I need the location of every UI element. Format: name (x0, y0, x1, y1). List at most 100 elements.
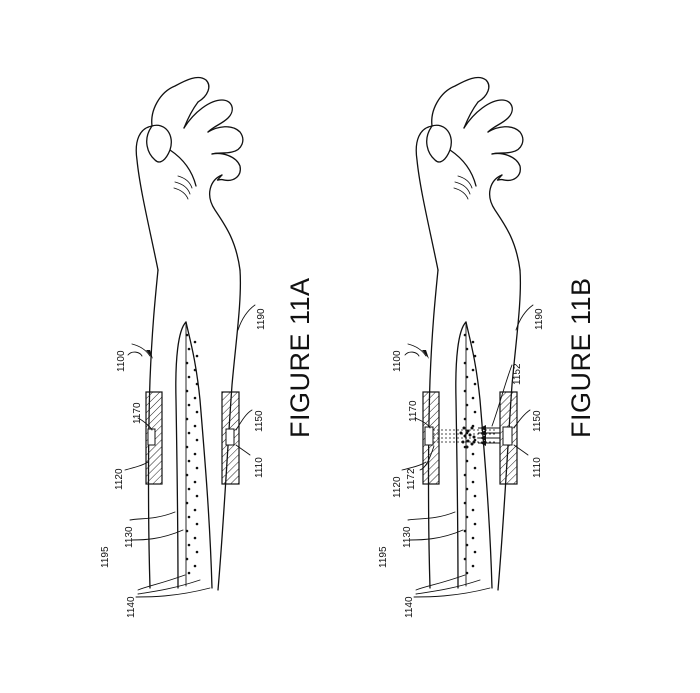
particle-dot (471, 564, 475, 568)
particle-dot (463, 389, 467, 393)
label-1150-a: 1150 (254, 410, 265, 432)
arrow-1100-b (407, 343, 427, 357)
particle-dot (471, 480, 475, 484)
particle-dot (465, 375, 469, 379)
particle-dot (195, 410, 199, 414)
arrow-1100-a (131, 343, 151, 357)
particle-dot (185, 501, 189, 505)
particle-dot (473, 494, 477, 498)
particle-dot (187, 403, 191, 407)
leader-lines-a (124, 304, 256, 598)
particle-dot (187, 347, 191, 351)
particle-dot (463, 529, 467, 533)
particle-dot (185, 529, 189, 533)
label-1130-b: 1130 (402, 526, 413, 548)
sensor-1150-a (225, 428, 235, 446)
particle-dot (187, 459, 191, 463)
particle-cluster-dot (470, 442, 474, 446)
particle-dot (193, 564, 197, 568)
particle-dot (465, 571, 469, 575)
label-1100-a: 1100 (116, 350, 127, 372)
particle-dot (473, 354, 477, 358)
particle-dot (187, 543, 191, 547)
particle-dot (473, 466, 477, 470)
particle-dot (473, 522, 477, 526)
leader-lines-b (401, 304, 534, 598)
particle-dot (187, 487, 191, 491)
particle-dot (193, 536, 197, 540)
particle-dot (185, 333, 189, 337)
particle-dot (185, 445, 189, 449)
particle-dot (473, 410, 477, 414)
label-1195-b: 1195 (378, 546, 389, 568)
particle-dot (195, 438, 199, 442)
particle-cluster-dot (459, 431, 463, 435)
particle-dot (463, 333, 467, 337)
forearm-hand-drawing-b (415, 76, 524, 591)
particle-dot (471, 396, 475, 400)
label-1172-b: 1172 (406, 468, 417, 490)
particle-cluster-dot (461, 440, 465, 444)
particle-dot (187, 515, 191, 519)
particle-dot (465, 543, 469, 547)
particle-dot (195, 382, 199, 386)
label-1170-a: 1170 (132, 402, 143, 424)
label-1195-a: 1195 (100, 546, 111, 568)
particle-dot (193, 452, 197, 456)
label-1100-b: 1100 (392, 350, 403, 372)
particle-dot (193, 340, 197, 344)
particle-dot (463, 417, 467, 421)
particle-cluster-dot (472, 440, 476, 444)
particle-dot (463, 473, 467, 477)
emission-arrowheads-1152 (480, 425, 486, 446)
label-1190-b: 1190 (534, 308, 545, 330)
label-1170-b: 1170 (408, 400, 419, 422)
particle-dot (185, 417, 189, 421)
particle-dot (187, 431, 191, 435)
label-1110-a: 1110 (254, 457, 265, 478)
figure-11a: 1100 1170 1120 1195 1130 1140 1190 1150 … (100, 76, 315, 618)
particle-dot (465, 515, 469, 519)
particle-dots-b (459, 333, 477, 575)
particle-dot (465, 487, 469, 491)
particle-dot (471, 536, 475, 540)
particle-dot (185, 389, 189, 393)
figure-11b: 1100 1170 1172 1120 1195 1130 1140 1190 … (378, 76, 596, 618)
particle-dot (195, 494, 199, 498)
particle-dot (463, 557, 467, 561)
label-1110-b: 1110 (532, 457, 543, 478)
label-1140-b: 1140 (404, 596, 415, 618)
sensor-1150-b (502, 426, 513, 446)
particle-cluster-dot (466, 429, 470, 433)
particle-dot (463, 501, 467, 505)
particle-dot (195, 354, 199, 358)
label-1140-a: 1140 (126, 596, 137, 618)
sensor-1170-b (424, 426, 434, 446)
particle-dot (193, 424, 197, 428)
particle-dot (195, 550, 199, 554)
particle-dot (195, 466, 199, 470)
particle-dot (465, 459, 469, 463)
particle-dot (473, 382, 477, 386)
particle-dot (465, 347, 469, 351)
figure-title-b: FIGURE 11B (566, 277, 596, 438)
particle-dot (187, 571, 191, 575)
particle-dot (193, 480, 197, 484)
particle-cluster-dot (472, 435, 476, 439)
particle-cluster-dot (466, 439, 470, 443)
particle-dot (185, 557, 189, 561)
label-1130-a: 1130 (124, 526, 135, 548)
particle-dot (463, 361, 467, 365)
particle-dot (473, 550, 477, 554)
label-1120-a: 1120 (114, 468, 125, 490)
particle-dot (193, 508, 197, 512)
particle-dot (471, 340, 475, 344)
arrowhead-1100-a (146, 350, 153, 359)
particle-dot (471, 368, 475, 372)
particle-dot (195, 522, 199, 526)
particle-dot (471, 452, 475, 456)
particle-dot (465, 403, 469, 407)
particle-cluster-dot (468, 433, 472, 437)
arrowhead-1100-b (422, 350, 429, 359)
